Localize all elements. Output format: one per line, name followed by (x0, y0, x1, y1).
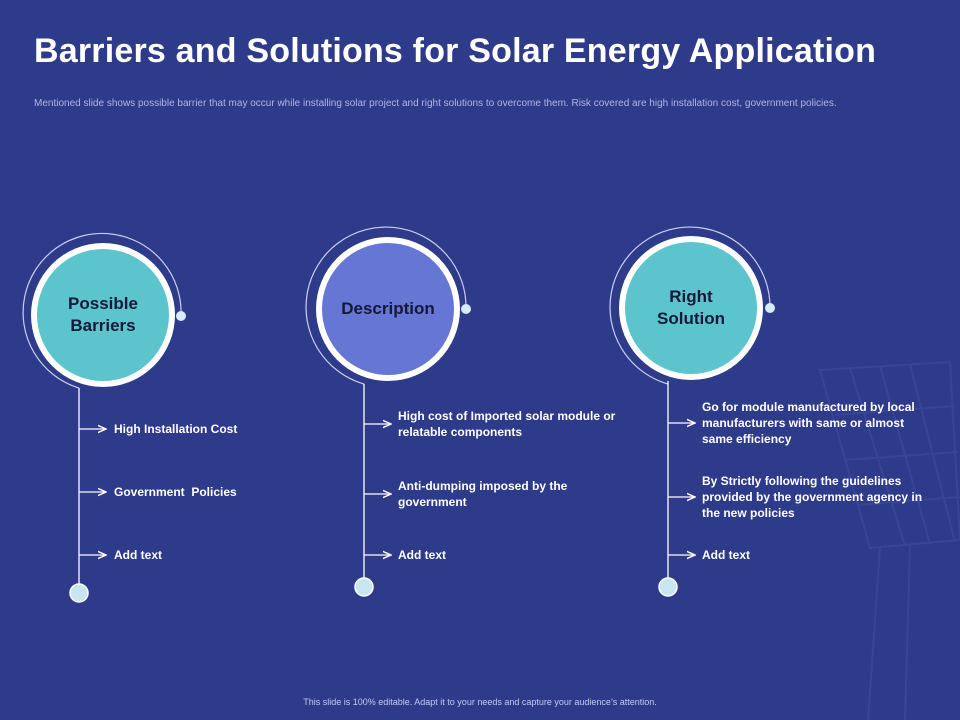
column-1-item-3: Add text (114, 548, 162, 562)
column-3-item-2: By Strictly following the guidelines pro… (702, 474, 923, 520)
column-2-item-1: High cost of Imported solar module or re… (398, 409, 616, 439)
column-1-item-1: High Installation Cost (114, 422, 238, 436)
timeline-end-dot (658, 577, 678, 597)
column-2-item-2: Anti-dumping imposed by the government (398, 479, 568, 509)
solution-circle (625, 242, 757, 374)
slide-title: Barriers and Solutions for Solar Energy … (34, 32, 877, 70)
arc-dot (176, 311, 186, 321)
slide-footer: This slide is 100% editable. Adapt it to… (303, 697, 657, 707)
column-3-graphic (609, 226, 775, 597)
timeline-end-dot (354, 577, 374, 597)
arc-dot (461, 304, 471, 314)
column-3-item-1: Go for module manufactured by local manu… (702, 400, 915, 446)
column-3-item-3: Add text (702, 548, 750, 562)
arc-dot (765, 303, 775, 313)
barriers-circle (37, 249, 169, 381)
column-1-graphic (22, 232, 186, 603)
description-circle (322, 243, 454, 375)
column-1-item-2: Government Policies (114, 485, 237, 499)
column-2-graphic (305, 226, 471, 597)
column-1-heading: Possible Barriers (68, 294, 138, 335)
column-3-heading: Right Solution (657, 287, 725, 328)
slide-subtitle: Mentioned slide shows possible barrier t… (34, 98, 837, 109)
column-2-heading: Description (341, 299, 435, 318)
column-2-item-3: Add text (398, 548, 446, 562)
timeline-end-dot (69, 583, 89, 603)
